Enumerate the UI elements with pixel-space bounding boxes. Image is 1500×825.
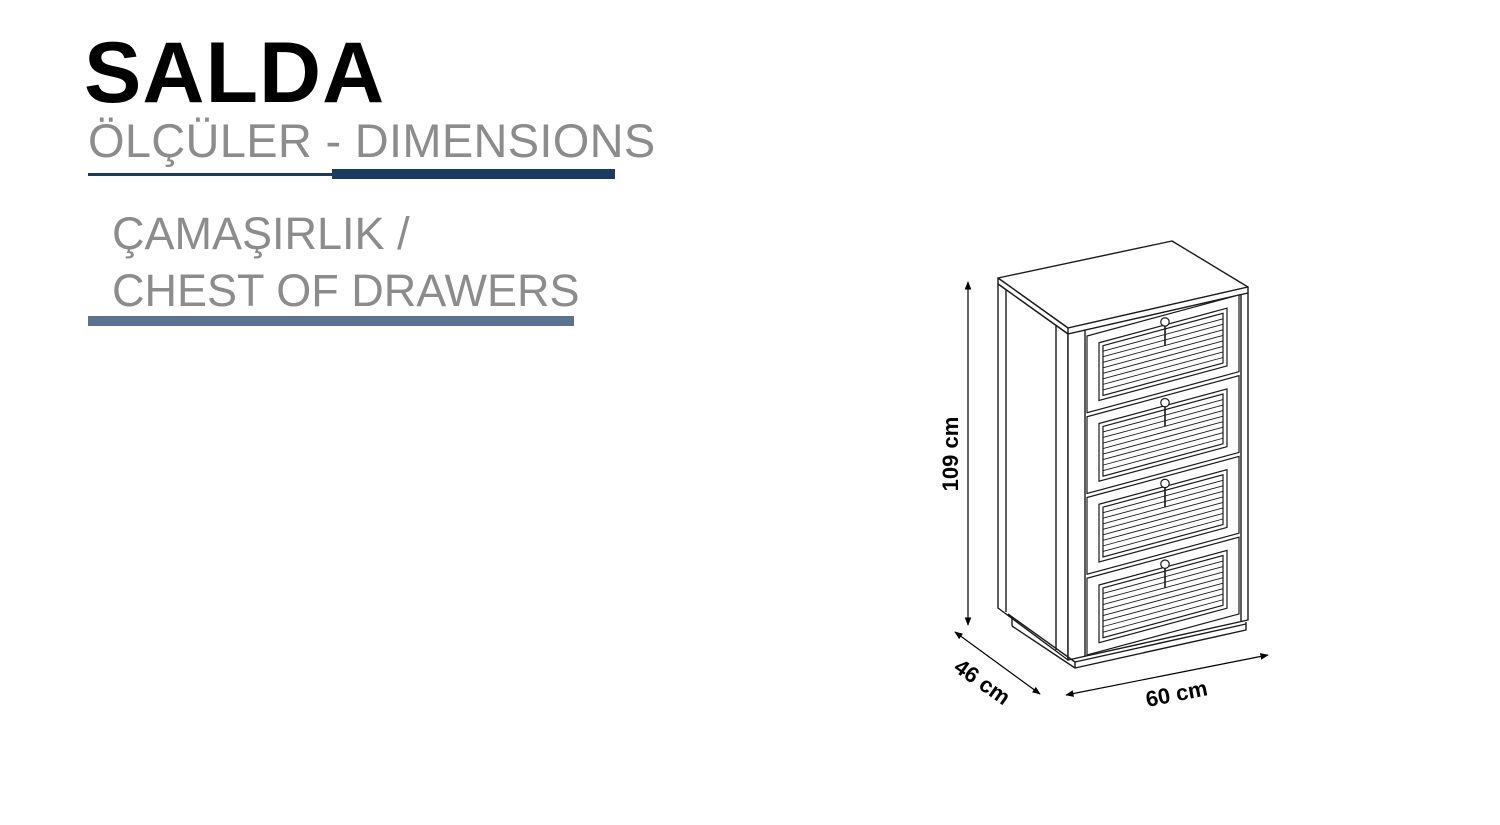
brand-title: SALDA — [84, 25, 386, 121]
page-subtitle: ÖLÇÜLER - DIMENSIONS — [88, 114, 656, 167]
drawer-slat — [1102, 577, 1224, 611]
drawer-slat — [1102, 329, 1224, 363]
depth-dimension-line — [954, 631, 1041, 695]
width-label: 60 cm — [1144, 675, 1210, 711]
drawer-panel — [1098, 388, 1228, 483]
drawer-slat — [1102, 501, 1224, 536]
depth-label: 46 cm — [950, 654, 1015, 710]
drawer-handle-knob — [1160, 397, 1170, 408]
drawer-slat — [1102, 507, 1224, 541]
drawer-slat — [1102, 334, 1224, 369]
drawer-slat — [1102, 346, 1224, 380]
drawer-slat — [1102, 566, 1224, 600]
drawer-slat — [1102, 426, 1224, 461]
product-name-en: CHEST OF DRAWERS — [112, 265, 580, 316]
drawer-slat — [1102, 571, 1224, 605]
drawer-slat — [1102, 437, 1224, 472]
drawer-slat — [1102, 479, 1224, 514]
subtitle-underline-thin — [88, 173, 332, 176]
drawer-slat — [1102, 490, 1224, 525]
product-name-tr: ÇAMAŞIRLIK / — [112, 208, 410, 259]
drawer-slat — [1102, 421, 1224, 455]
drawer-panel — [1098, 549, 1228, 644]
height-label: 109 cm — [938, 417, 963, 492]
drawer-slat — [1102, 432, 1224, 466]
drawer-slat — [1102, 560, 1224, 594]
subtitle-underline-thick — [332, 169, 615, 179]
drawer-handle-knob — [1160, 559, 1170, 569]
cabinet-side — [997, 283, 1069, 661]
drawer-slat — [1102, 518, 1224, 552]
product-name: ÇAMAŞIRLIK / CHEST OF DRAWERS — [112, 205, 580, 319]
drawer-slat — [1102, 485, 1224, 519]
drawer-handle-knob — [1160, 317, 1170, 327]
drawer-slat — [1102, 415, 1224, 449]
drawer-slat — [1102, 318, 1224, 352]
width-dimension-line — [1065, 653, 1269, 697]
drawer-handle-knob — [1160, 478, 1170, 489]
product-underline — [88, 316, 574, 326]
drawer-slat — [1102, 340, 1224, 374]
drawer-slat — [1102, 323, 1224, 358]
drawer-panel — [1098, 468, 1228, 563]
drawer-slat — [1102, 496, 1224, 530]
drawer-slat — [1102, 351, 1224, 385]
drawer-slat — [1102, 399, 1224, 433]
drawer-slat — [1102, 357, 1224, 391]
drawer-slat — [1102, 599, 1224, 633]
drawer-slat — [1102, 593, 1224, 628]
drawer-slat — [1102, 513, 1224, 547]
drawer-slat — [1102, 410, 1224, 444]
drawer-slat — [1102, 582, 1224, 617]
drawer-slat — [1102, 404, 1224, 438]
drawer-slat — [1102, 588, 1224, 622]
drawer-panel — [1098, 307, 1228, 402]
drawer-group — [1086, 294, 1240, 656]
